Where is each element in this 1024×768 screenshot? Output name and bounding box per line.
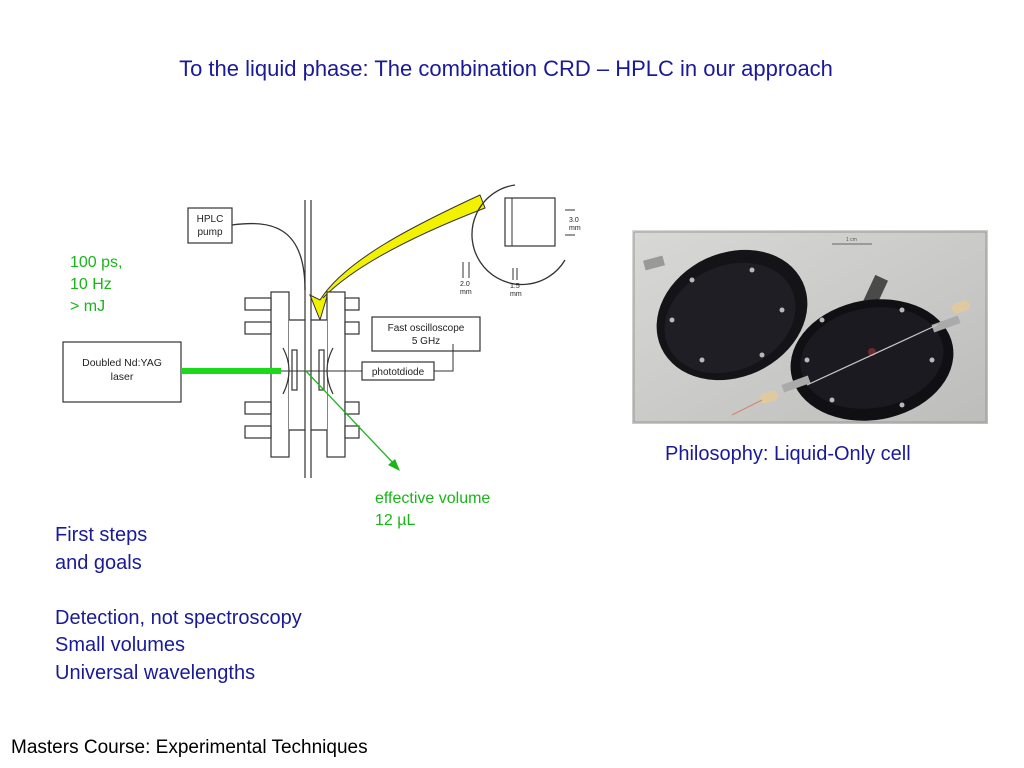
- goal-item-universal-wavelengths: Universal wavelengths: [55, 661, 256, 684]
- laser-beam: [181, 368, 281, 374]
- dim-top-value: 3.0: [569, 217, 579, 224]
- goal-item-detection: Detection, not spectroscopy: [55, 606, 302, 629]
- effective-volume-pointer: [304, 369, 396, 466]
- footer-course-title: Masters Course: Experimental Techniques: [11, 737, 368, 758]
- effective-volume-arrowhead: [388, 459, 400, 471]
- laser-box: Doubled Nd:YAG laser: [62, 341, 182, 403]
- laser-param-pulse: 100 ps,: [70, 254, 123, 271]
- dim-top-unit: mm: [569, 225, 581, 232]
- slide-title: To the liquid phase: The combination CRD…: [179, 56, 833, 81]
- oscilloscope-label-1: Fast oscilloscope: [388, 323, 465, 334]
- laser-label-1: Doubled Nd:YAG: [82, 357, 162, 369]
- photodiode-box: phototdiode: [361, 361, 435, 381]
- goals-spacer: [55, 577, 302, 605]
- crd-cell-assembly: [244, 200, 360, 478]
- laser-param-rate: 10 Hz: [70, 276, 112, 293]
- goals-heading-line-2: and goals: [55, 551, 142, 574]
- laser-label-2: laser: [111, 371, 134, 383]
- liquid-cell-photo: 1 cm: [632, 230, 988, 424]
- photodiode-cable: [434, 344, 454, 372]
- photo-caption: Philosophy: Liquid-Only cell: [665, 443, 911, 465]
- dim-left-unit: mm: [460, 289, 472, 296]
- photo-scale-label: 1 cm: [846, 237, 857, 243]
- hplc-pump-box: HPLC pump: [187, 207, 233, 244]
- effective-volume-value: 12 µL: [375, 512, 416, 529]
- oscilloscope-label-2: 5 GHz: [412, 336, 440, 347]
- hplc-tubing: [231, 222, 306, 291]
- photodiode-label: phototdiode: [372, 367, 425, 378]
- goal-item-small-volumes: Small volumes: [55, 634, 186, 656]
- goals-heading-line-1: First steps: [55, 524, 148, 546]
- dim-right-value: 1.5: [510, 283, 520, 290]
- laser-param-energy: > mJ: [70, 298, 106, 315]
- hplc-pump-label-2: pump: [197, 227, 222, 238]
- laser-params: 100 ps, 10 Hz > mJ: [70, 252, 122, 318]
- dim-right-unit: mm: [510, 291, 522, 298]
- hplc-pump-label-1: HPLC: [197, 214, 224, 225]
- effective-volume-text: effective volume: [375, 490, 491, 507]
- effective-volume-label: effective volume 12 µL: [375, 488, 490, 532]
- crd-hplc-setup-diagram: HPLC pump 3.0 mm 2.0 mm 1.5 mm: [62, 184, 581, 478]
- cell-inset: 3.0 mm 2.0 mm 1.5 mm: [460, 184, 581, 298]
- oscilloscope-box: Fast oscilloscope 5 GHz: [371, 316, 481, 352]
- goals-block: First steps and goals Detection, not spe…: [55, 522, 302, 687]
- dim-left-value: 2.0: [460, 281, 470, 288]
